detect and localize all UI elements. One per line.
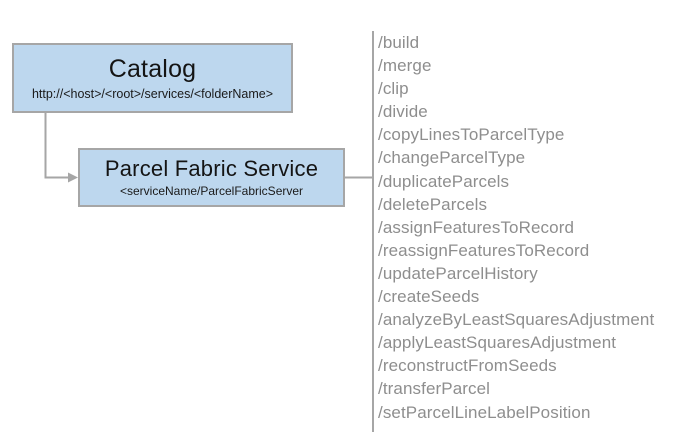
parcel-fabric-service-node: Parcel Fabric Service <serviceName/Parce… (78, 148, 345, 207)
operation-item: /clip (378, 79, 409, 99)
catalog-to-service-connector (44, 113, 68, 179)
catalog-node-url: http://<host>/<root>/services/<folderNam… (31, 86, 274, 101)
operation-item: /applyLeastSquaresAdjustment (378, 333, 617, 353)
operations-list: /build/merge/clip/divide/copyLinesToParc… (378, 31, 684, 424)
operation-item: /transferParcel (378, 379, 491, 399)
operation-item: /duplicateParcels (378, 171, 510, 191)
operation-item: /updateParcelHistory (378, 263, 538, 283)
operation-item: /reassignFeaturesToRecord (378, 240, 590, 260)
operation-item: /createSeeds (378, 287, 480, 307)
operation-item: /setParcelLineLabelPosition (378, 402, 591, 422)
operation-item: /reconstructFromSeeds (378, 356, 557, 376)
catalog-node-title: Catalog (108, 54, 197, 83)
operation-item: /divide (378, 102, 428, 122)
operation-item: /build (378, 33, 420, 52)
operation-item: /assignFeaturesToRecord (378, 217, 575, 237)
parcel-fabric-service-title: Parcel Fabric Service (104, 156, 319, 181)
catalog-node: Catalog http://<host>/<root>/services/<f… (12, 43, 293, 113)
operation-item: /analyzeByLeastSquaresAdjustment (378, 310, 655, 330)
operation-item: /deleteParcels (378, 194, 488, 214)
connector-arrowhead-icon (68, 172, 78, 183)
operation-item: /copyLinesToParcelType (378, 125, 565, 145)
operation-item: /changeParcelType (378, 148, 526, 168)
operation-item: /merge (378, 56, 432, 76)
parcel-fabric-service-path: <serviceName/ParcelFabricServer (119, 184, 304, 198)
